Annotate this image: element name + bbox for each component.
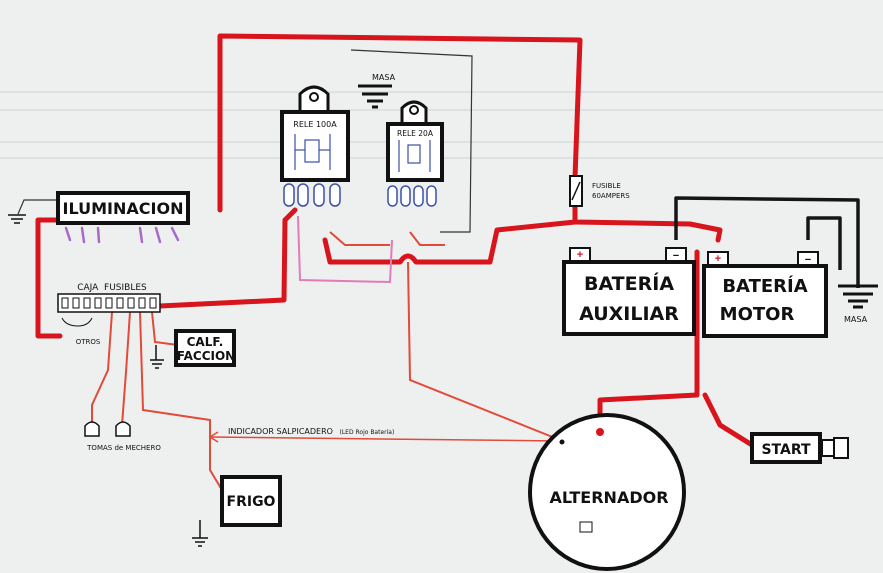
engine-battery-plus: +	[715, 253, 721, 265]
lighter-socket-1	[84, 421, 100, 437]
black-wires	[674, 196, 860, 288]
indicador-text: INDICADOR SALPICADERO	[228, 427, 333, 436]
starter-plug	[821, 439, 835, 457]
fuse-box-label: CAJA FUSIBLES	[77, 283, 147, 293]
lighter-sockets	[84, 421, 131, 437]
ground-symbol-masa-right	[838, 284, 878, 309]
masa-top-label: MASA	[372, 73, 396, 82]
main-fuse: FUSIBLE 60AMPERS	[569, 175, 630, 207]
fuse-box: CAJA FUSIBLES OTROS	[57, 283, 161, 346]
ground-symbol-calefaccion	[150, 345, 164, 369]
aux-battery-label-line2: AUXILIAR	[579, 303, 679, 325]
relay-100a: RELE 100A	[280, 85, 350, 207]
engine-battery: + − BATERÍA MOTOR	[702, 251, 828, 338]
calefaccion-label-line1: CALF.	[187, 335, 224, 349]
calefaccion-label-line2: FACCION	[177, 349, 235, 363]
relay-100a-terminals	[283, 183, 341, 207]
frigo-component: FRIGO	[220, 475, 282, 527]
iluminacion-component: ILUMINACION	[56, 191, 190, 244]
ground-symbol-iluminacion	[8, 214, 26, 224]
masa-right-label: MASA	[844, 315, 868, 324]
fuse-slots	[61, 297, 157, 309]
relay-20a-terminals	[387, 185, 437, 207]
indicador-label: INDICADOR SALPICADERO (LED Rojo Batería)	[228, 427, 394, 436]
light-rays	[64, 226, 180, 244]
main-fuse-label-line1: FUSIBLE	[592, 182, 621, 190]
indicador-note: (LED Rojo Batería)	[340, 429, 395, 436]
alternator: ALTERNADOR	[528, 413, 686, 571]
aux-battery-label-line1: BATERÍA	[584, 272, 674, 295]
thin-black-wires	[17, 49, 473, 233]
otros-brace	[61, 317, 93, 327]
aux-battery-minus: −	[673, 250, 679, 262]
starter-label: START	[761, 442, 811, 458]
ground-symbol-frigo	[192, 520, 208, 547]
iluminacion-label: ILUMINACION	[63, 199, 184, 218]
relay-20a-label: RELE 20A	[397, 129, 434, 138]
relay-20a-schematic	[398, 140, 431, 172]
starter: START	[750, 432, 849, 464]
engine-battery-minus: −	[805, 254, 811, 266]
relay-100a-label: RELE 100A	[293, 120, 337, 129]
relay-20a: RELE 20A	[386, 100, 444, 207]
aux-battery-plus: +	[577, 249, 583, 261]
frigo-label: FRIGO	[227, 494, 276, 510]
main-fuse-label-line2: 60AMPERS	[592, 192, 630, 200]
ground-symbol-masa-top	[358, 84, 392, 109]
engine-battery-label-line2: MOTOR	[720, 304, 795, 325]
red-wires	[35, 33, 755, 448]
thin-red-wires	[91, 231, 561, 491]
engine-battery-label-line1: BATERÍA	[722, 275, 807, 297]
auxiliary-battery: + − BATERÍA AUXILIAR	[562, 247, 696, 336]
alternator-label: ALTERNADOR	[549, 488, 668, 507]
alternator-mark	[579, 521, 593, 533]
pink-wires	[297, 215, 393, 284]
otros-label: OTROS	[76, 338, 101, 346]
relay-100a-schematic	[294, 134, 331, 170]
calefaccion-component: CALF. FACCION	[174, 329, 236, 367]
lighter-socket-2	[115, 421, 131, 437]
indicator-arrow	[208, 431, 561, 443]
lighter-sockets-label: TOMAS de MECHERO	[86, 444, 161, 452]
